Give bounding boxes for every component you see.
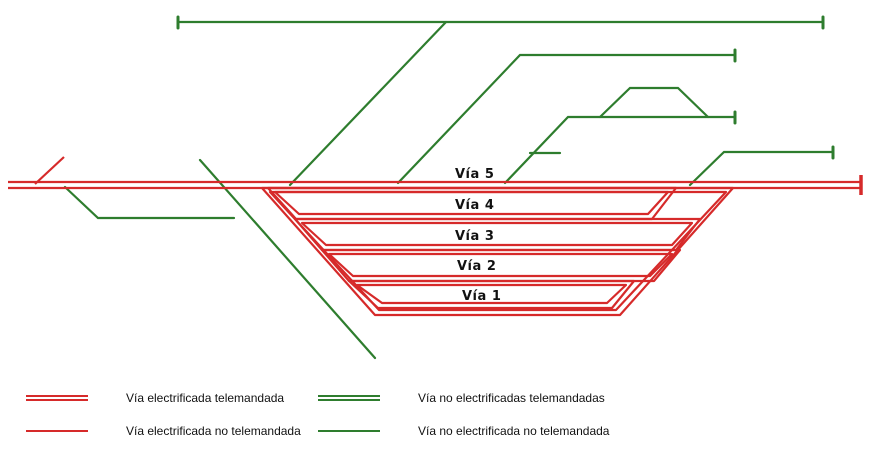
legend: Vía electrificada telemandada Vía electr…: [0, 380, 872, 460]
track-label-5: Vía 5: [455, 167, 494, 182]
third-siding: [503, 115, 737, 185]
lower-diagonal: [198, 158, 377, 360]
track-2-outer: [320, 248, 682, 283]
left-branch: [63, 185, 236, 220]
track-layout-diagram: Vía 5 Vía 4 Vía 3 Vía 2 Vía 1: [8, 15, 863, 360]
track-label-2: Vía 2: [457, 259, 496, 274]
legend-swatch-double-red: [26, 395, 88, 401]
legend-swatch-single-green: [318, 430, 380, 432]
electrified-tracks: [8, 156, 863, 317]
legend-item-electrified-telecontrolled: Vía electrificada telemandada: [26, 388, 284, 408]
track-1-outer: [347, 279, 636, 310]
track-2-inner: [327, 252, 674, 278]
right-siding: [688, 150, 835, 187]
legend-label: Vía no electrificada no telemandada: [418, 424, 610, 438]
track-label-1: Vía 1: [462, 289, 501, 304]
legend-swatch-single-red: [26, 430, 88, 432]
legend-item-non-electrified-telecontrolled: Vía no electrificadas telemandadas: [318, 388, 605, 408]
legend-label: Vía no electrificadas telemandadas: [418, 391, 605, 405]
legend-label: Vía electrificada telemandada: [126, 391, 285, 405]
third-siding-loop: [598, 86, 710, 119]
track-3-inner: [300, 221, 694, 247]
legend-swatch-double-green: [318, 395, 380, 401]
legend-item-non-electrified-not-telecontrolled: Vía no electrificada no telemandada: [318, 421, 609, 441]
track-label-3: Vía 3: [455, 229, 494, 244]
second-siding: [396, 53, 737, 185]
legend-label: Vía electrificada no telemandada: [126, 424, 301, 438]
track-1-inner: [355, 283, 628, 305]
non-electrified-tracks: [63, 15, 835, 360]
long-diagonal: [288, 20, 448, 187]
legend-item-electrified-not-telecontrolled: Vía electrificada no telemandada: [26, 421, 301, 441]
track-label-4: Vía 4: [455, 198, 494, 213]
track-4-inner: [273, 190, 670, 216]
left-approach: [34, 156, 65, 185]
